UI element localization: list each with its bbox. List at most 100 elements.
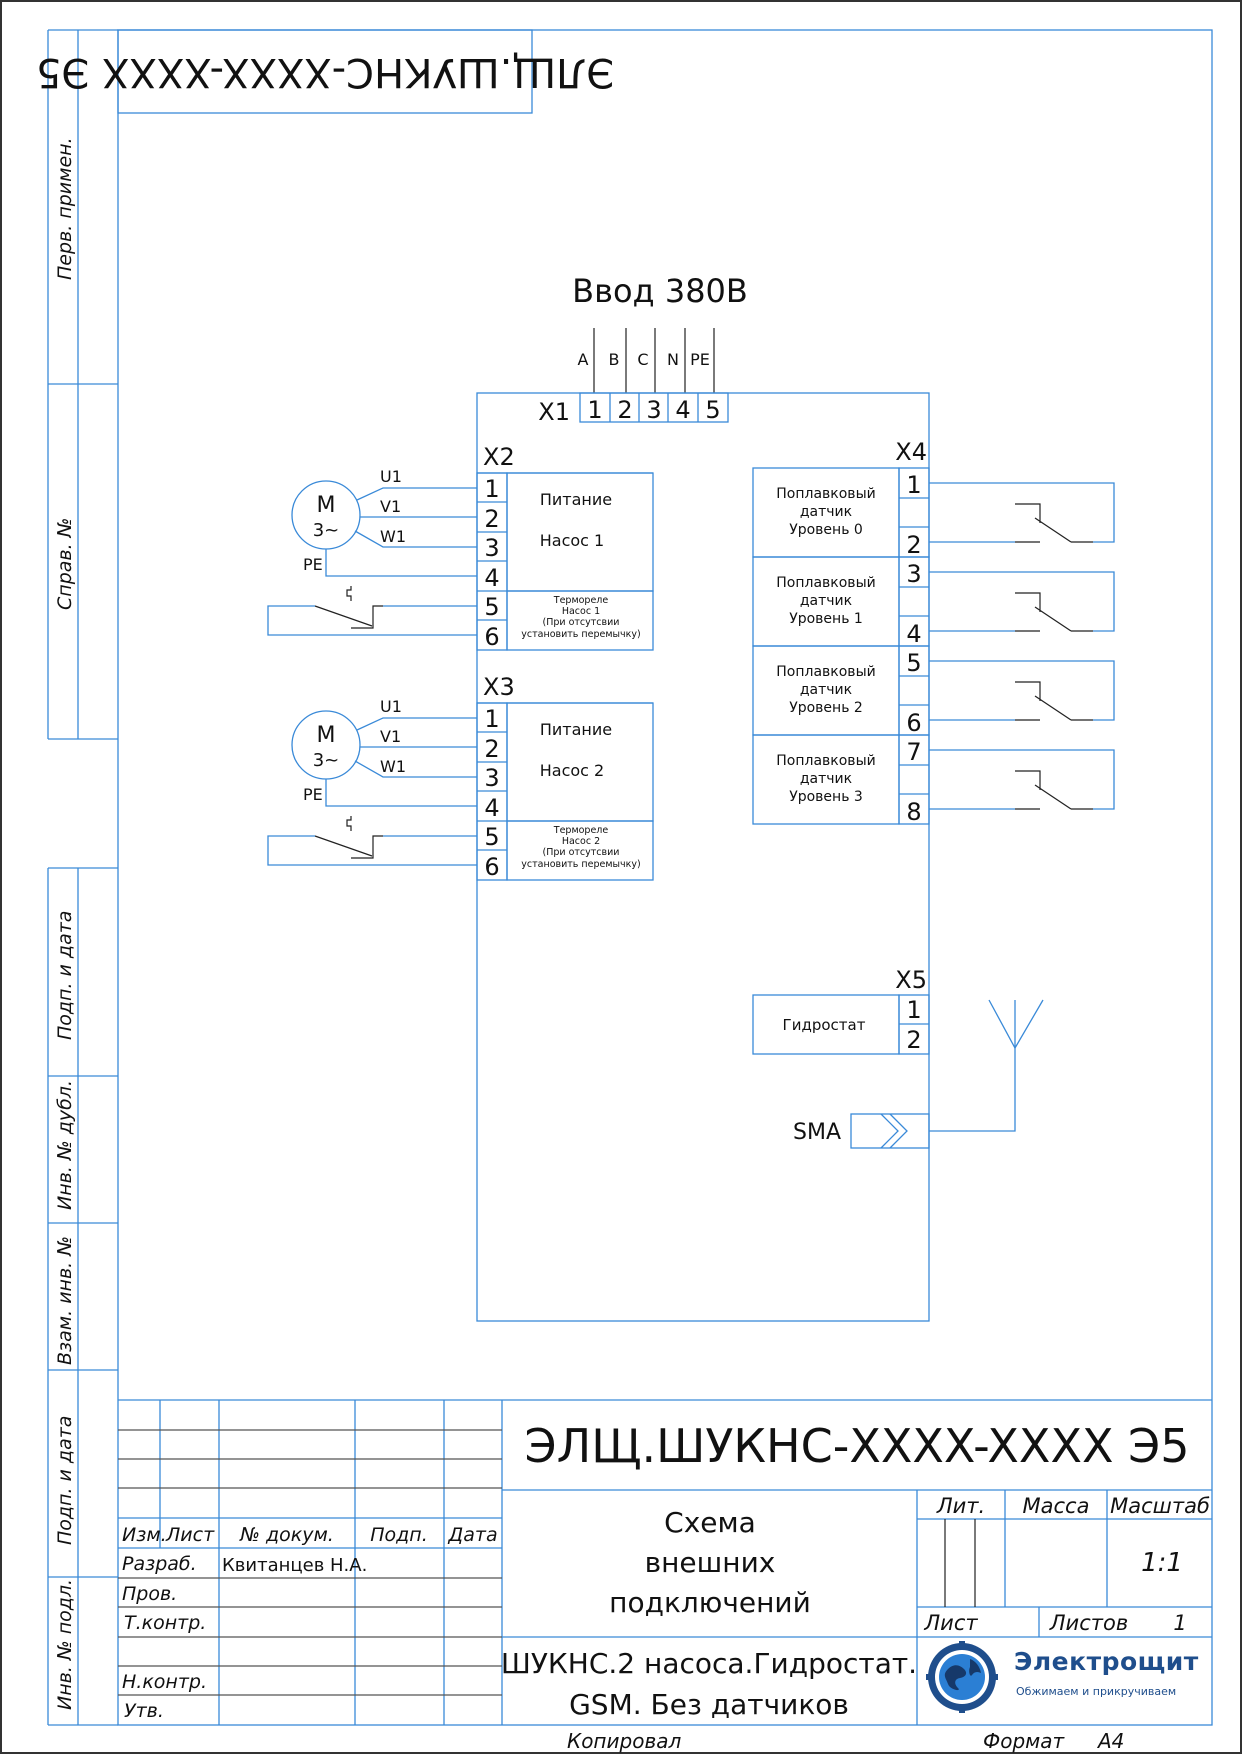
product-line-2: GSM. Без датчиков (569, 1688, 849, 1721)
pump1-thermo-line-4: установить перемычку) (521, 629, 640, 640)
x2-pin-6: 6 (484, 623, 499, 651)
motor2-wire-w1: W1 (380, 757, 406, 776)
doc-title-line-1: Схема (664, 1506, 756, 1539)
scale-value: 1:1 (1141, 1548, 1183, 1578)
phase-label-b: B (609, 350, 620, 369)
input-title: Ввод 380В (572, 272, 748, 310)
phase-label-pe: PE (690, 350, 710, 369)
header-doc-no: № докум. (239, 1524, 334, 1546)
copied-label: Копировал (567, 1729, 681, 1753)
sheet-label: Лист (923, 1611, 978, 1635)
header-data: Дата (447, 1524, 497, 1546)
x1-pin-4: 4 (675, 396, 690, 424)
title-block: Изм. Лист № докум. Подп. Дата Разраб. Пр… (118, 1399, 1212, 1753)
logo-subtitle: Обжимаем и прикручиваем (1016, 1685, 1177, 1698)
x2-pin-1: 1 (484, 475, 499, 503)
globe-logo-icon (926, 1641, 998, 1713)
developer-name: Квитанцев Н.А. (222, 1555, 367, 1576)
float-sensor-0-line-0: Поплавковый (776, 486, 875, 502)
x3-pin-1: 1 (484, 705, 499, 733)
phase-label-a: A (578, 350, 589, 369)
side-label-vzam-inv: Взам. инв. № (54, 1236, 76, 1365)
motor2-wire-u1: U1 (380, 697, 402, 716)
float-sensor-2-line-2: Уровень 2 (789, 700, 863, 716)
role-prov: Пров. (122, 1583, 177, 1605)
x5-pin-2: 2 (906, 1026, 921, 1054)
float-switch-1-icon (1015, 592, 1041, 612)
float-switch-0-icon (1015, 503, 1041, 523)
side-label-sprav-no: Справ. № (54, 518, 76, 610)
logo-title: Электрощит (1014, 1647, 1199, 1676)
stamp-code-rotated: ЭЛЩ.ШУКНС-XXXX-XXXX Э5 (36, 49, 614, 95)
hydrostat-label: Гидростат (783, 1016, 866, 1034)
frame (47, 29, 1213, 1726)
antenna-icon (988, 999, 1044, 1050)
x3-label: X3 (483, 673, 515, 701)
pump2-power-label: Питание (540, 720, 612, 739)
x1-pin-2: 2 (617, 396, 632, 424)
scale-label: Масштаб (1110, 1494, 1210, 1518)
x4-pin-5: 5 (906, 649, 921, 677)
side-labels: Перв. примен. Справ. № Подп. и дата Инв.… (54, 137, 76, 1710)
x3-pin-5: 5 (484, 823, 499, 851)
x2-label: X2 (483, 443, 515, 471)
float-switch-0-loop (929, 482, 1115, 543)
float-switch-2-icon (1015, 681, 1041, 701)
float-sensor-3-line-2: Уровень 3 (789, 789, 863, 805)
sheets-value: 1 (1173, 1611, 1186, 1635)
float-switch-3-loop (929, 749, 1115, 810)
header-list: Лист (165, 1524, 215, 1546)
motor2-sub: 3~ (313, 750, 340, 771)
x5-pin-1: 1 (906, 996, 921, 1024)
x3-pin-2: 2 (484, 735, 499, 763)
float-switch-2-loop (929, 660, 1115, 721)
motor1-pe: PE (303, 555, 323, 574)
x4-pin-7: 7 (906, 738, 921, 766)
pump2-group: X3 1 2 3 4 5 6 Питание Насос 2 Термореле… (267, 673, 654, 881)
side-label-inv-dubl: Инв. № дубл. (54, 1080, 76, 1210)
pump2-pump-label: Насос 2 (540, 761, 604, 780)
pump1-thermo-line-2: Насос 1 (562, 606, 600, 617)
float-sensor-3-line-1: датчик (800, 771, 852, 787)
x4-pin-4: 4 (906, 620, 921, 648)
doc-code: ЭЛЩ.ШУКНС-XXXX-XXXX Э5 (525, 1419, 1190, 1473)
sheets-label: Листов (1049, 1611, 1128, 1635)
x2-pin-3: 3 (484, 534, 499, 562)
x2-pin-5: 5 (484, 593, 499, 621)
motor1-sub: 3~ (313, 520, 340, 541)
x1-pin-1: 1 (587, 396, 602, 424)
phase-label-c: C (637, 350, 648, 369)
product-line-1: ШУКНС.2 насоса.Гидростат. (501, 1647, 917, 1680)
role-razrab: Разраб. (122, 1553, 197, 1575)
sma-connector (850, 1113, 930, 1149)
float-sensor-3-line-0: Поплавковый (776, 753, 875, 769)
input-section: Ввод 380В A B C N PE (572, 272, 748, 393)
format-value: А4 (1096, 1729, 1124, 1753)
x3-pin-4: 4 (484, 794, 499, 822)
side-label-podp-data-2: Подп. и дата (54, 1416, 76, 1545)
float-sensor-1-line-1: датчик (800, 593, 852, 609)
motor1-wire-w1: W1 (380, 527, 406, 546)
float-switch-3-icon (1015, 770, 1041, 790)
float-sensor-0-line-2: Уровень 0 (789, 522, 863, 538)
pump1-pump-label: Насос 1 (540, 531, 604, 550)
float-sensor-2-line-1: датчик (800, 682, 852, 698)
x4-pin-1: 1 (906, 471, 921, 499)
sma-label: SMA (793, 1120, 841, 1145)
connector-x1: X1 1 2 3 4 5 (538, 392, 729, 426)
role-utv: Утв. (124, 1700, 164, 1722)
motor1-label: M (317, 493, 336, 518)
float-sensor-2-line-0: Поплавковый (776, 664, 875, 680)
x2-pin-2: 2 (484, 505, 499, 533)
pump1-power-label: Питание (540, 490, 612, 509)
x4-pin-3: 3 (906, 560, 921, 588)
pump2-thermo-line-3: (При отсутсвии (543, 847, 620, 858)
antenna-group: SMA (793, 999, 1044, 1149)
lit-label: Лит. (936, 1494, 985, 1518)
doc-title-line-2: внешних (645, 1546, 776, 1579)
role-tkontr: Т.контр. (124, 1612, 206, 1634)
